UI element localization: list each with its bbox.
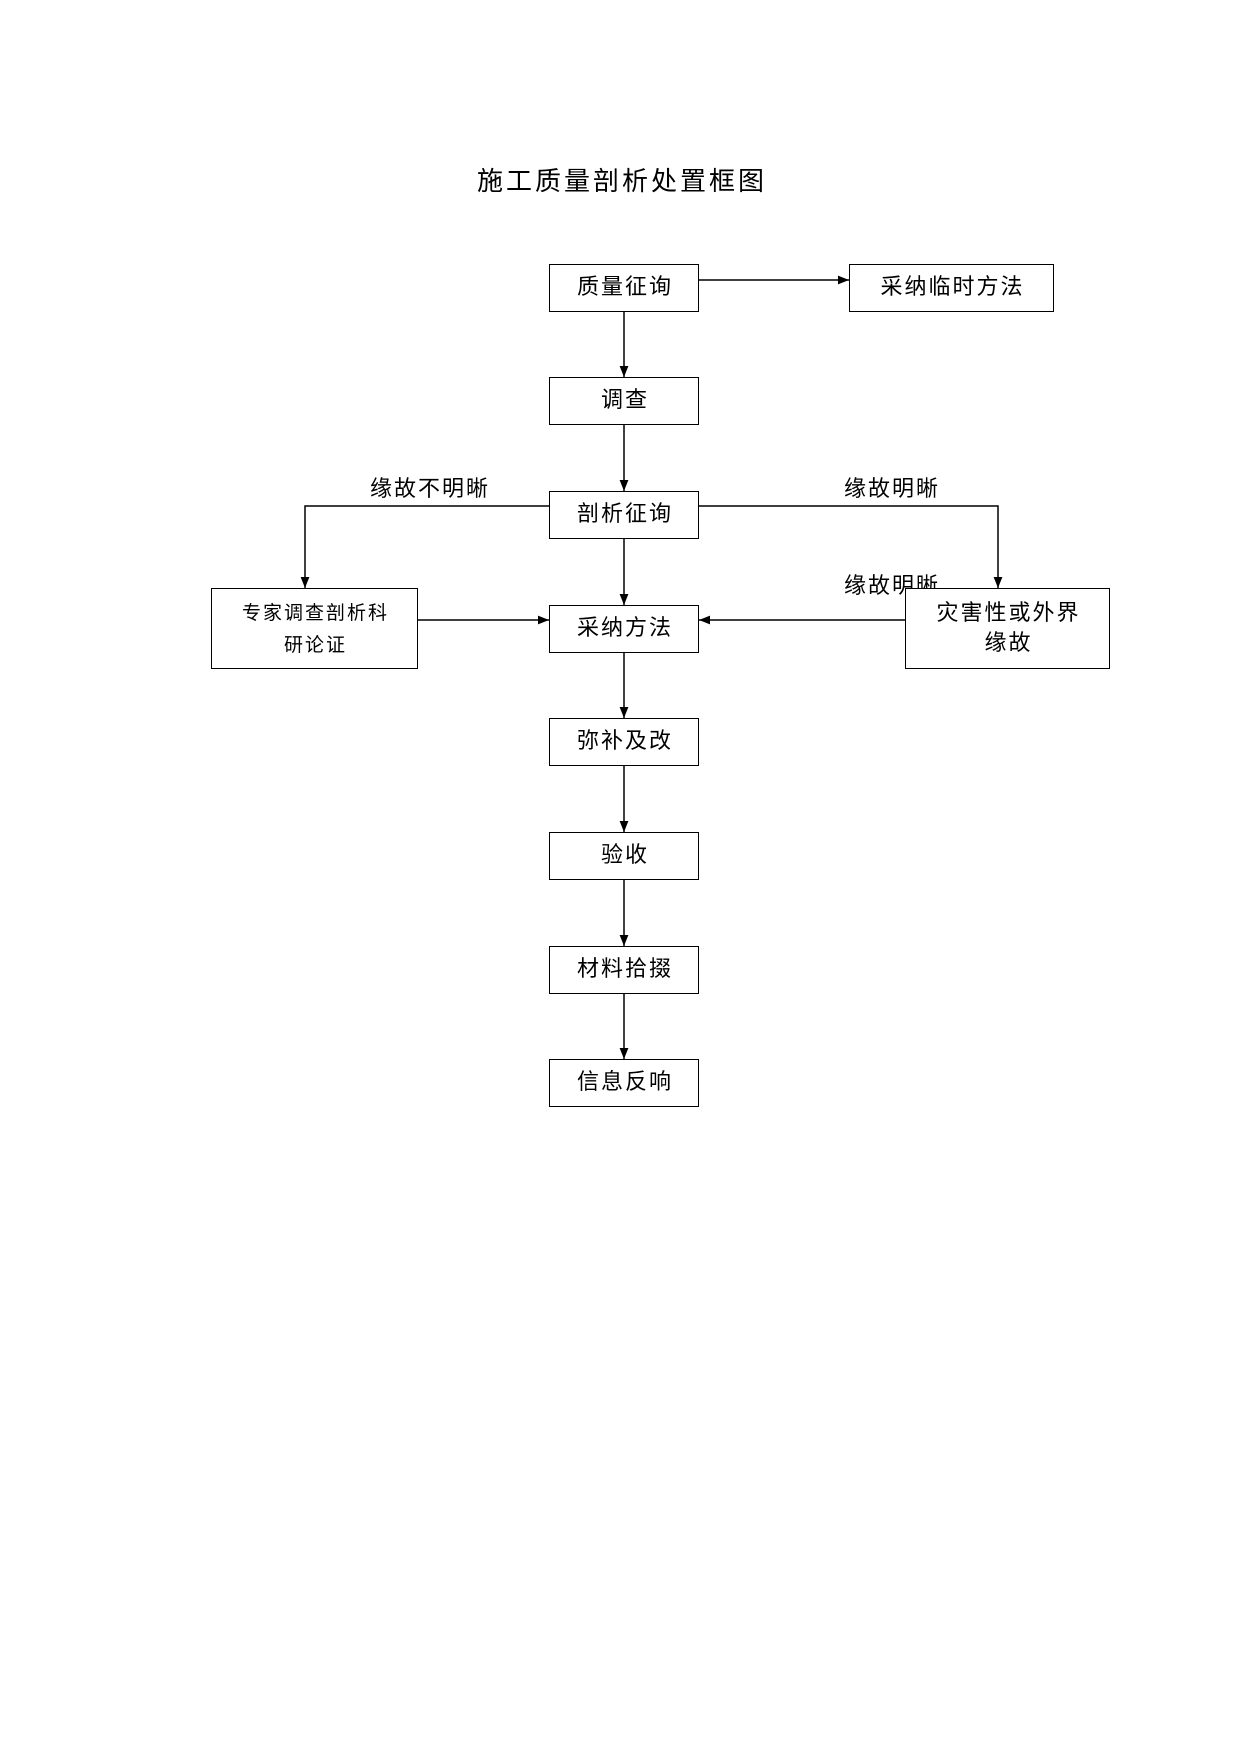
node-information-feedback-label: 信息反响 [576,1070,673,1095]
node-disaster-cause-line-1: 灾害性或外界 [936,600,1081,626]
node-adopt-measures-label: 采纳方法 [576,616,673,641]
node-information-feedback: 信息反响 [549,1059,699,1107]
node-adopt-measures: 采纳方法 [549,605,699,653]
node-remedy-label: 弥补及改 [576,729,673,754]
node-material-compilation-label: 材料拾掇 [576,957,673,982]
node-disaster-cause-line-2: 缘故 [984,630,1033,656]
node-analysis-inquiry: 剖析征询 [549,491,699,539]
node-remedy-and-correction: 弥补及改 [549,718,699,766]
node-acceptance: 验收 [549,832,699,880]
node-disaster-or-external-cause: 灾害性或外界 缘故 [905,588,1110,669]
page-title-text: 施工质量剖析处置框图 [476,167,767,197]
node-expert-review-line-2: 研论证 [283,633,347,656]
node-material-compilation: 材料拾掇 [549,946,699,994]
node-investigation: 调查 [549,377,699,425]
node-temporary-measures: 采纳临时方法 [849,264,1054,312]
node-quality-inquiry: 质量征询 [549,264,699,312]
node-expert-review: 专家调查剖析科 研论证 [211,588,418,669]
node-expert-review-line-1: 专家调查剖析科 [241,601,389,624]
node-analysis-inquiry-label: 剖析征询 [576,502,673,527]
node-investigation-label: 调查 [600,388,649,413]
page-title: 施工质量剖析处置框图 [0,164,1241,200]
node-temporary-measures-label: 采纳临时方法 [880,275,1025,300]
node-acceptance-label: 验收 [600,843,649,868]
arrow-analysis-inquiry-to-disaster-cause [699,505,1003,588]
node-quality-inquiry-label: 质量征询 [576,275,673,300]
arrow-analysis-inquiry-to-expert-review [300,505,549,588]
branch-label-cause-unclear: 缘故不明晰 [370,477,491,502]
branch-label-cause-clear-upper: 缘故明晰 [844,477,941,502]
